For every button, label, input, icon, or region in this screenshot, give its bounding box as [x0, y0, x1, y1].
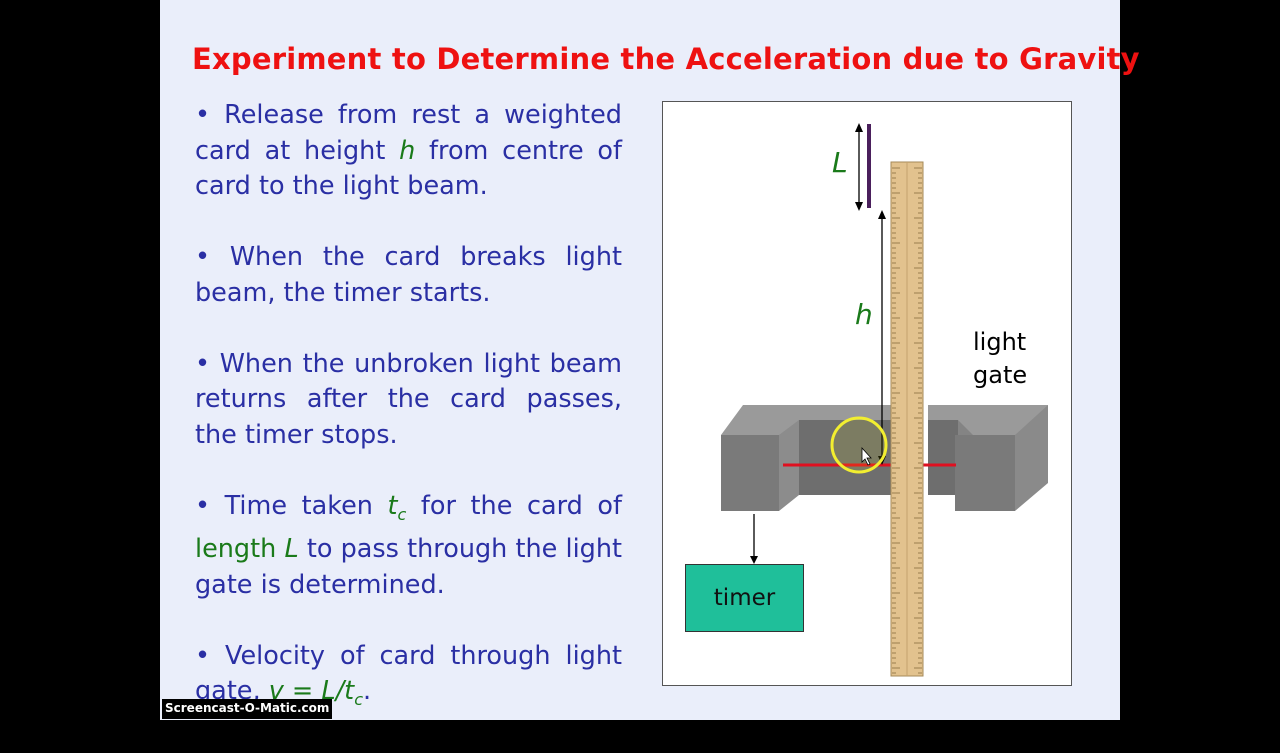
bullet-item: • Time taken tc for the card of length L…	[195, 489, 622, 604]
bullet-text: c	[354, 690, 363, 710]
bullet-text: • Release from rest a weighted card at h…	[195, 100, 622, 166]
label-L: L	[832, 146, 848, 179]
bullet-text: .	[362, 676, 372, 707]
timer-box: timer	[685, 564, 804, 632]
light-gate-label: light gate	[973, 326, 1027, 392]
timer-label: timer	[713, 585, 776, 611]
screencast-watermark[interactable]: Screencast-O-Matic.com	[162, 699, 333, 719]
light-gate-left-block	[721, 405, 891, 511]
bullet-text: • When the card breaks light beam, the t…	[195, 242, 622, 308]
bullet-text: from centre of card to the light beam.	[195, 135, 623, 202]
slide: Experiment to Determine the Acceleration…	[160, 0, 1140, 720]
light-gate-right-block	[928, 405, 1048, 511]
bullet-text: • Velocity of card through light gate,	[195, 640, 622, 707]
bullet-item: • When the unbroken light beam returns a…	[195, 347, 622, 454]
bullet-text: • Time taken	[195, 490, 388, 521]
bullet-text: h	[399, 135, 416, 166]
bullet-text: L	[284, 534, 299, 565]
bullet-text: c	[397, 504, 407, 524]
timer-wire-arrow	[750, 556, 758, 564]
light-gate-diagram: L h light gate timer	[662, 101, 1072, 686]
bullet-text: length	[195, 534, 285, 565]
bullet-item: • Release from rest a weighted card at h…	[195, 98, 622, 205]
bullet-text: • When the unbroken light beam returns a…	[195, 348, 622, 450]
bullet-item: • When the card breaks light beam, the t…	[195, 240, 622, 311]
bullet-list: • Release from rest a weighted card at h…	[195, 98, 622, 753]
light-gate-label-line1: light	[973, 328, 1027, 356]
bullet-text: for the card of	[406, 490, 623, 521]
metre-ruler	[890, 161, 924, 677]
bullet-text: to pass through the light gate is determ…	[195, 534, 623, 600]
slide-title: Experiment to Determine the Acceleration…	[192, 42, 1140, 76]
light-gate-label-line2: gate	[973, 361, 1028, 389]
mouse-pointer-icon	[861, 446, 872, 466]
diagram-drawing	[721, 123, 1048, 677]
cursor-highlight	[830, 416, 888, 474]
bullet-text: t	[387, 490, 398, 521]
length-arrow	[855, 123, 863, 211]
label-h: h	[855, 298, 873, 331]
